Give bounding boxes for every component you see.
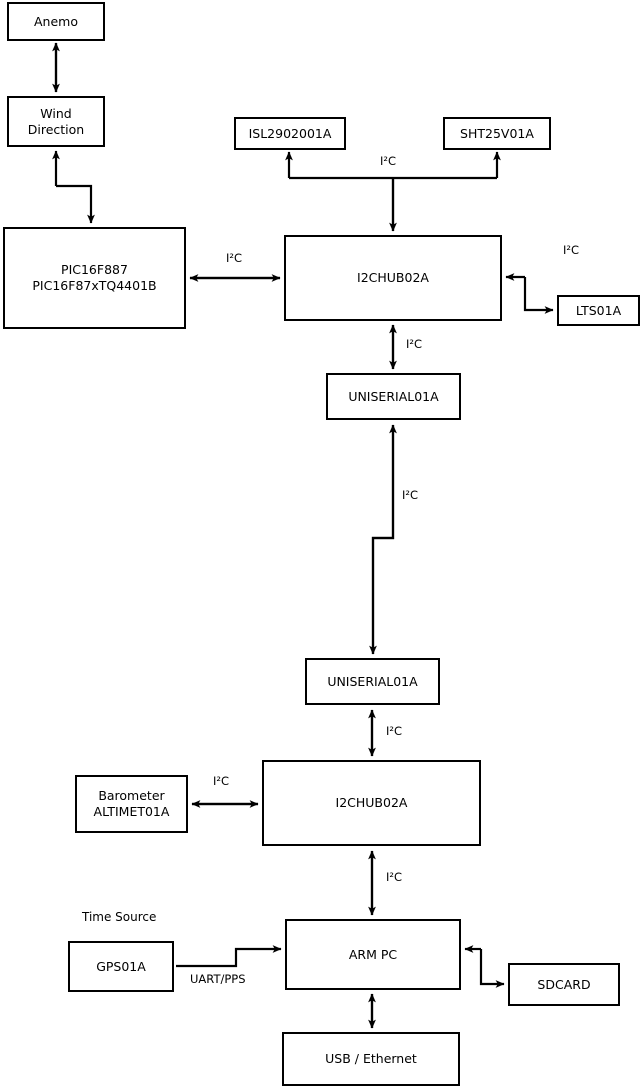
node-arm-pc[interactable]: ARM PC <box>285 919 461 990</box>
node-pic-mcu[interactable]: PIC16F887 PIC16F87xTQ4401B <box>3 227 186 329</box>
node-uniserial01a-upper-label: UNISERIAL01A <box>348 388 439 404</box>
node-sdcard-label: SDCARD <box>537 976 591 992</box>
node-uniserial01a-upper[interactable]: UNISERIAL01A <box>326 373 461 420</box>
edge-uniserial-link <box>369 424 397 655</box>
node-uniserial01a-lower-label: UNISERIAL01A <box>327 673 418 689</box>
edge-label-i2c-hub2-armpc: I²C <box>386 870 403 884</box>
edge-label-i2c-pic-hub: I²C <box>226 251 243 265</box>
node-i2chub02a-bottom-label: I2CHUB02A <box>335 795 408 811</box>
edge-hubtop-lts <box>505 273 554 314</box>
node-anemo-label: Anemo <box>34 13 78 29</box>
node-gps01a[interactable]: GPS01A <box>68 941 174 992</box>
edge-gps-armpc <box>176 945 282 968</box>
node-arm-pc-label: ARM PC <box>348 946 398 962</box>
edge-wind-pic <box>52 150 95 224</box>
edge-label-i2c-uniserial-link: I²C <box>402 488 419 502</box>
edge-label-uart-pps: UART/PPS <box>190 972 246 986</box>
node-i2chub02a-top-label: I2CHUB02A <box>357 270 429 286</box>
node-usb-ethernet-label: USB / Ethernet <box>325 1051 417 1067</box>
node-gps01a-label: GPS01A <box>96 958 146 974</box>
node-sht25v01a[interactable]: SHT25V01A <box>443 117 551 150</box>
node-usb-ethernet[interactable]: USB / Ethernet <box>282 1032 460 1086</box>
node-i2chub02a-top[interactable]: I2CHUB02A <box>284 235 502 321</box>
node-barometer-altimet01a[interactable]: Barometer ALTIMET01A <box>75 775 188 833</box>
edge-label-i2c-uniserial-hub2: I²C <box>386 724 403 738</box>
node-i2chub02a-bottom[interactable]: I2CHUB02A <box>262 760 481 846</box>
node-uniserial01a-lower[interactable]: UNISERIAL01A <box>305 658 440 705</box>
node-isl2902001a-label: ISL2902001A <box>248 125 332 141</box>
node-sdcard[interactable]: SDCARD <box>508 963 620 1006</box>
node-wind-direction-label: Wind Direction <box>27 105 85 137</box>
edge-label-i2c-top-bus: I²C <box>380 154 397 168</box>
node-pic-mcu-label: PIC16F887 PIC16F87xTQ4401B <box>32 262 157 293</box>
node-lts01a-label: LTS01A <box>575 302 622 318</box>
node-isl2902001a[interactable]: ISL2902001A <box>234 117 346 150</box>
label-time-source: Time Source <box>82 910 157 924</box>
node-wind-direction[interactable]: Wind Direction <box>7 96 105 147</box>
edge-armpc-sdcard <box>464 945 505 988</box>
node-anemo[interactable]: Anemo <box>7 2 105 41</box>
edge-label-i2c-barometer-hub2: I²C <box>213 774 230 788</box>
edge-label-i2c-hub-uniserial: I²C <box>406 337 423 351</box>
node-sht25v01a-label: SHT25V01A <box>460 125 534 141</box>
edge-label-i2c-hub-lts: I²C <box>563 243 580 257</box>
node-barometer-altimet01a-label: Barometer ALTIMET01A <box>93 788 170 819</box>
node-lts01a[interactable]: LTS01A <box>557 295 640 326</box>
